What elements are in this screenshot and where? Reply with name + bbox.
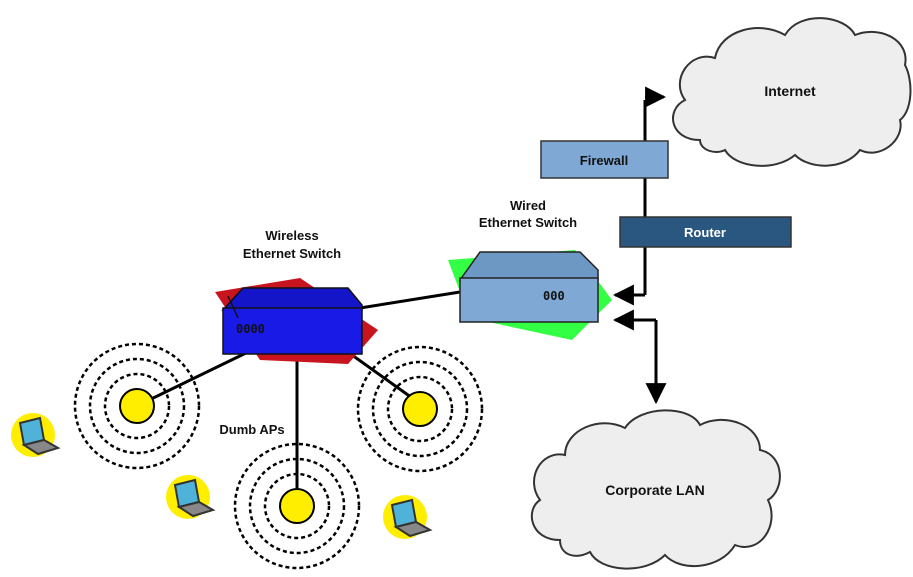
access-point-center [233,442,361,570]
corporate-lan-label: Corporate LAN [605,482,705,498]
wired-switch-label-1: Wired [510,198,546,213]
router-box: Router [619,216,792,248]
router-label: Router [684,225,726,240]
wired-switch-ports: 000 [543,289,565,303]
ap-right-line [344,348,416,402]
laptop-icon [383,495,433,539]
laptop-icon [166,475,216,519]
access-point-left [73,342,201,470]
wired-switch-label-2: Ethernet Switch [479,215,577,230]
wireless-switch-ports: 0000 [236,322,265,336]
corporate-lan-cloud: Corporate LAN [530,409,781,570]
wireless-switch-label-1: Wireless [265,228,318,243]
internet-cloud: Internet [672,17,912,167]
access-point-right [356,345,484,473]
internet-label: Internet [764,83,816,99]
switch-to-switch-line [359,290,461,310]
wired-switch: 000 Wired Ethernet Switch [448,198,612,340]
wireless-switch-label-2: Ethernet Switch [243,246,341,261]
connections [144,86,667,500]
wireless-switch: 0000 Wireless Ethernet Switch [215,228,378,364]
firewall-label: Firewall [580,153,628,168]
laptop-icon [11,413,61,457]
aps-label: Dumb APs [219,422,284,437]
firewall-box: Firewall [540,140,669,179]
ap-left-line [144,350,249,404]
